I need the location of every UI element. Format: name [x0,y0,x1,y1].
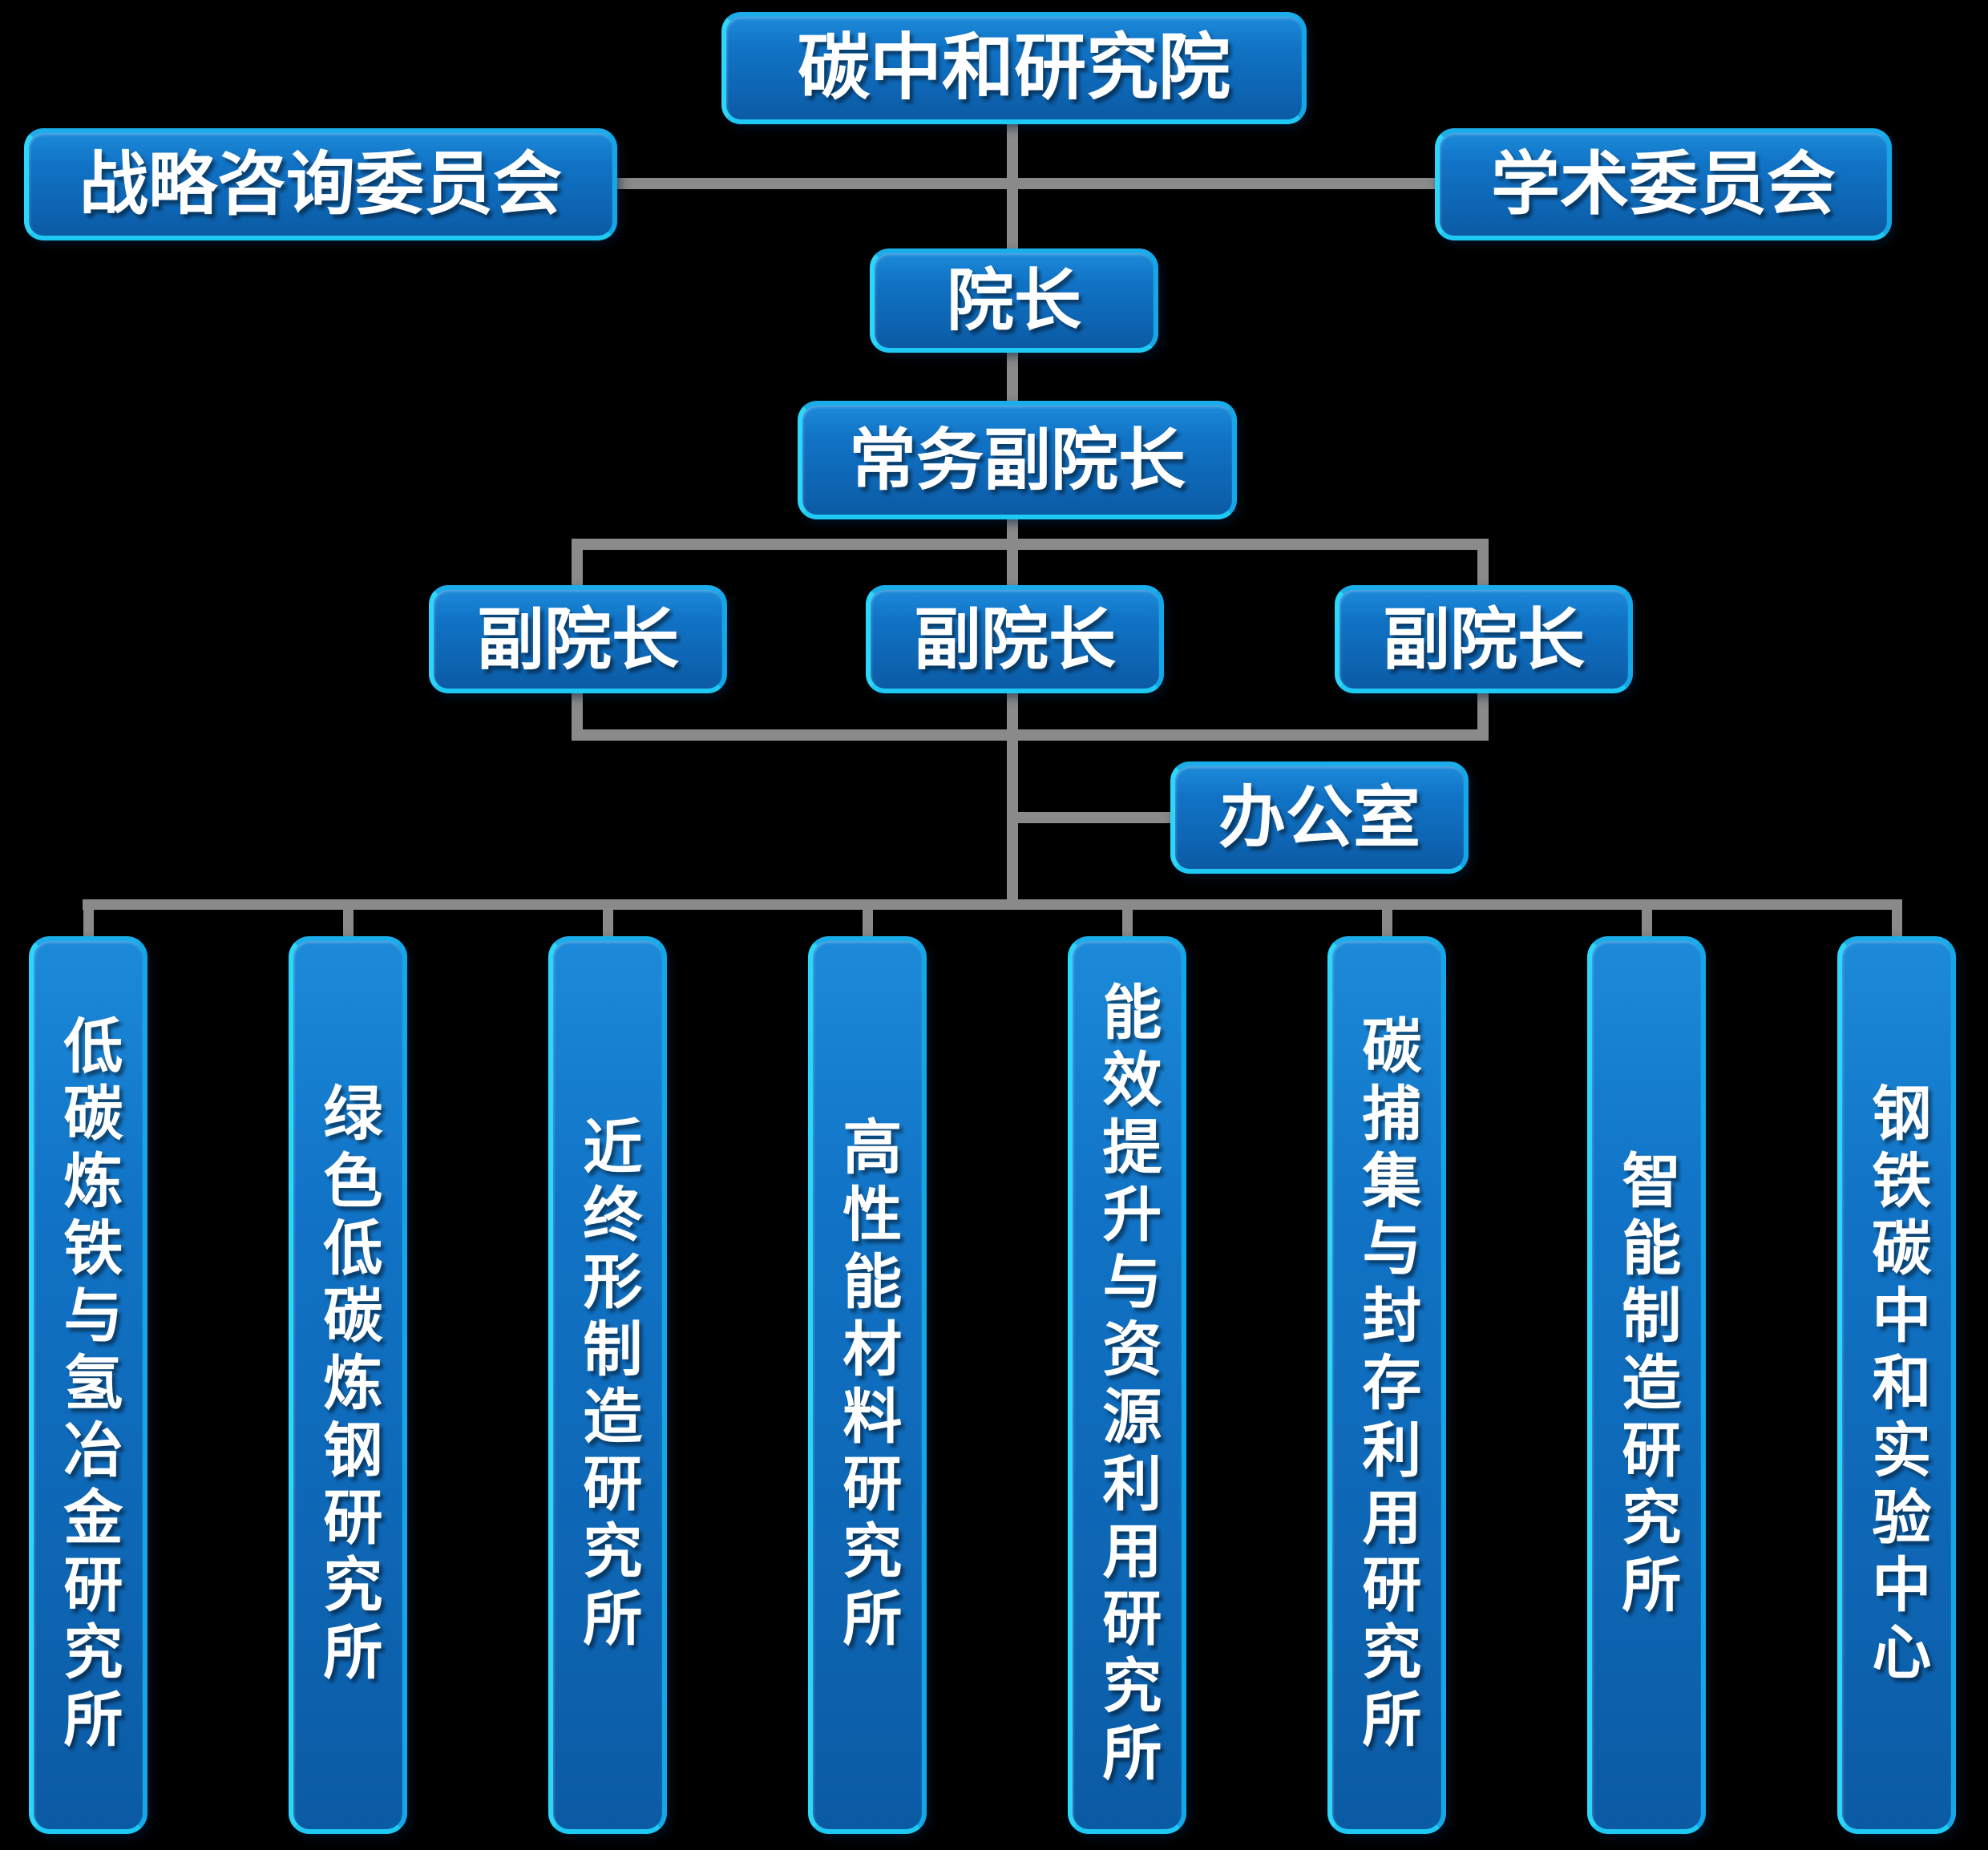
connector-dept-drop-6 [1382,904,1392,938]
connector-dept-drop-8 [1892,904,1902,938]
connector-vicedeans-bottom [572,729,1489,741]
connector-vicedean-right-drop [1477,544,1489,589]
dept-box-carbon-capture-storage: 碳捕集与封存利用研究所 [1327,936,1446,1834]
vice-dean-box-1: 副院长 [429,585,727,693]
dept-box-energy-efficiency-resources: 能效提升与资源利用研究所 [1068,936,1186,1834]
dept-box-low-carbon-ironmaking: 低碳炼铁与氢冶金研究所 [29,936,147,1834]
dept-box-intelligent-manufacturing: 智能制造研究所 [1587,936,1706,1834]
dept-label-7: 智能制造研究所 [1613,1149,1680,1621]
office-box: 办公室 [1170,761,1469,874]
connector-dept-drop-5 [1122,904,1133,938]
connector-dept-drop-7 [1642,904,1652,938]
dept-label-1: 低碳炼铁与氢冶金研究所 [55,1015,122,1755]
connector-committees [593,178,1483,189]
strategic-advisory-committee-label: 战略咨询委员会 [79,146,562,223]
dept-label-5: 能效提升与资源利用研究所 [1093,981,1161,1789]
connector-center-trunk [1007,689,1018,904]
strategic-advisory-committee-box: 战略咨询委员会 [24,128,617,240]
dept-box-green-low-carbon-steelmaking: 绿色低碳炼钢研究所 [289,936,407,1834]
executive-vice-dean-label: 常务副院长 [848,422,1186,498]
office-label: 办公室 [1218,780,1420,855]
connector-distribution [83,899,1902,910]
connector-dept-drop-2 [343,904,354,938]
dept-box-steel-carbon-neutral-lab: 钢铁碳中和实验中心 [1837,936,1956,1834]
connector-vicedean-left-rise [572,689,583,735]
root-institute-label: 碳中和研究院 [798,28,1230,108]
vice-dean-box-2: 副院长 [866,585,1164,693]
academic-committee-label: 学术委员会 [1491,146,1836,223]
vice-dean-label-1: 副院长 [476,601,679,677]
dean-box: 院长 [870,248,1158,353]
connector-dept-drop-4 [863,904,873,938]
dept-label-6: 碳捕集与封存利用研究所 [1353,1015,1420,1755]
academic-committee-box: 学术委员会 [1435,128,1892,240]
executive-vice-dean-box: 常务副院长 [798,401,1237,519]
connector-dept-drop-3 [603,904,613,938]
connector-vicedean-right-rise [1477,689,1489,735]
dept-label-2: 绿色低碳炼钢研究所 [314,1082,382,1688]
dept-box-near-net-shape-manufacturing: 近终形制造研究所 [548,936,667,1834]
connector-dean-to-evd [1007,349,1018,405]
connector-dept-drop-1 [83,904,94,938]
dept-label-8: 钢铁碳中和实验中心 [1863,1082,1930,1688]
dept-label-3: 近终形制造研究所 [574,1116,641,1654]
vice-dean-label-2: 副院长 [913,601,1116,677]
connector-evd-to-vicedeans [1007,515,1018,589]
dept-label-4: 高性能材料研究所 [834,1116,901,1654]
connector-office-branch [1012,812,1173,823]
connector-vicedean-left-drop [572,544,583,589]
vice-dean-box-3: 副院长 [1335,585,1633,693]
connector-vicedeans-top [572,539,1489,550]
vice-dean-label-3: 副院长 [1382,601,1585,677]
root-institute-box: 碳中和研究院 [721,12,1307,124]
dept-box-high-performance-materials: 高性能材料研究所 [808,936,927,1834]
dean-label: 院长 [946,263,1081,338]
